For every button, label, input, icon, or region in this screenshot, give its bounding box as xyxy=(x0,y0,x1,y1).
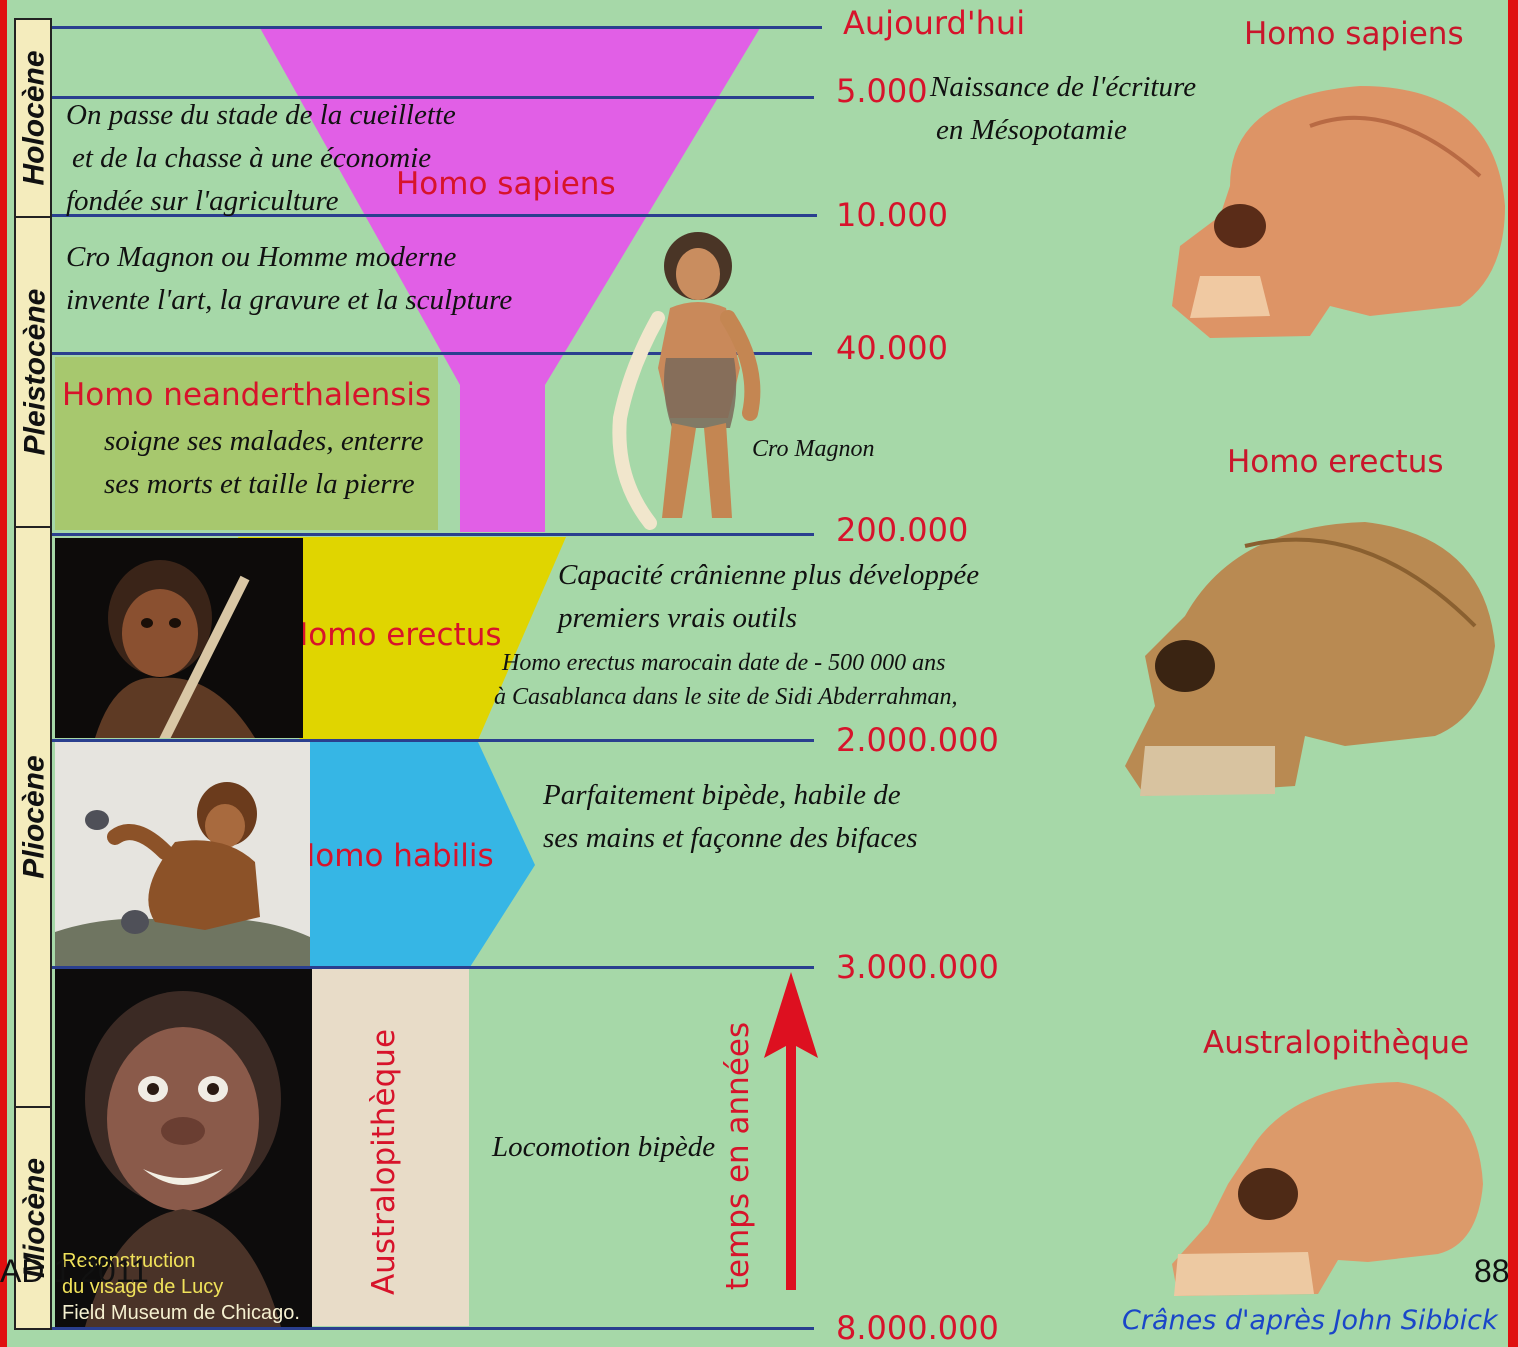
note-agriculture: On passe du stade de la cueillette et de… xyxy=(66,94,456,223)
erectus-reconstruction-photo xyxy=(55,538,303,738)
note-cromagnon: Cro Magnon ou Homme moderne invente l'ar… xyxy=(66,236,512,322)
cromagnon-figure xyxy=(600,218,790,538)
era-holocene: Holocène xyxy=(16,20,54,216)
homo-sapiens-skull-image xyxy=(1160,66,1510,342)
note-habilis: Parfaitement bipède, habile de ses mains… xyxy=(543,774,918,860)
date-8000000: 8.000.000 xyxy=(836,1309,999,1347)
page-number: 88 xyxy=(1474,1253,1510,1290)
skull-title-sapiens: Homo sapiens xyxy=(1244,16,1464,52)
habilis-illustration xyxy=(55,742,310,966)
species-neanderthalensis: Homo neanderthalensis xyxy=(62,377,431,413)
time-axis-label: temps en années xyxy=(720,1022,756,1290)
species-erectus: Homo erectus xyxy=(285,617,502,653)
note-neanderthal: soigne ses malades, enterre ses morts et… xyxy=(104,420,423,506)
australopithecus-skull-image xyxy=(1168,1074,1488,1300)
skull-title-australopithecus: Australopithèque xyxy=(1203,1025,1469,1061)
homo-erectus-skull-image xyxy=(1125,506,1500,804)
skull-credit: Crânes d'après John Sibbick xyxy=(1122,1305,1498,1336)
date-3000000: 3.000.000 xyxy=(836,948,999,986)
figure-caption: Cro Magnon xyxy=(752,432,874,466)
neanderthal-band-step xyxy=(55,510,360,530)
timeline-line xyxy=(52,26,822,29)
species-habilis: Homo habilis xyxy=(292,838,494,874)
note-erectus: Capacité crânienne plus développée premi… xyxy=(558,554,979,640)
skull-title-erectus: Homo erectus xyxy=(1227,444,1444,480)
footer-left-text: AD 1 2011 xyxy=(0,1253,149,1290)
note-australopithecus: Locomotion bipède xyxy=(492,1126,715,1169)
date-10000: 10.000 xyxy=(836,196,948,234)
event-writing: Naissance de l'écriture en Mésopotamie xyxy=(930,66,1196,152)
date-40000: 40.000 xyxy=(836,329,948,367)
species-australopithecus: Australopithèque xyxy=(366,1029,402,1295)
timeline-line xyxy=(52,1327,814,1330)
date-today: Aujourd'hui xyxy=(843,4,1025,42)
era-miocene: Miocène xyxy=(16,1108,54,1328)
date-200000: 200.000 xyxy=(836,511,968,549)
time-arrow xyxy=(760,966,820,1296)
era-pliocene: Pliocène xyxy=(16,528,54,1106)
date-5000: 5.000 xyxy=(836,72,928,110)
date-2000000: 2.000.000 xyxy=(836,721,999,759)
note-erectus-morocco: Homo erectus marocain date de - 500 000 … xyxy=(494,646,958,714)
era-pleistocene: Pleistocène xyxy=(16,218,54,526)
